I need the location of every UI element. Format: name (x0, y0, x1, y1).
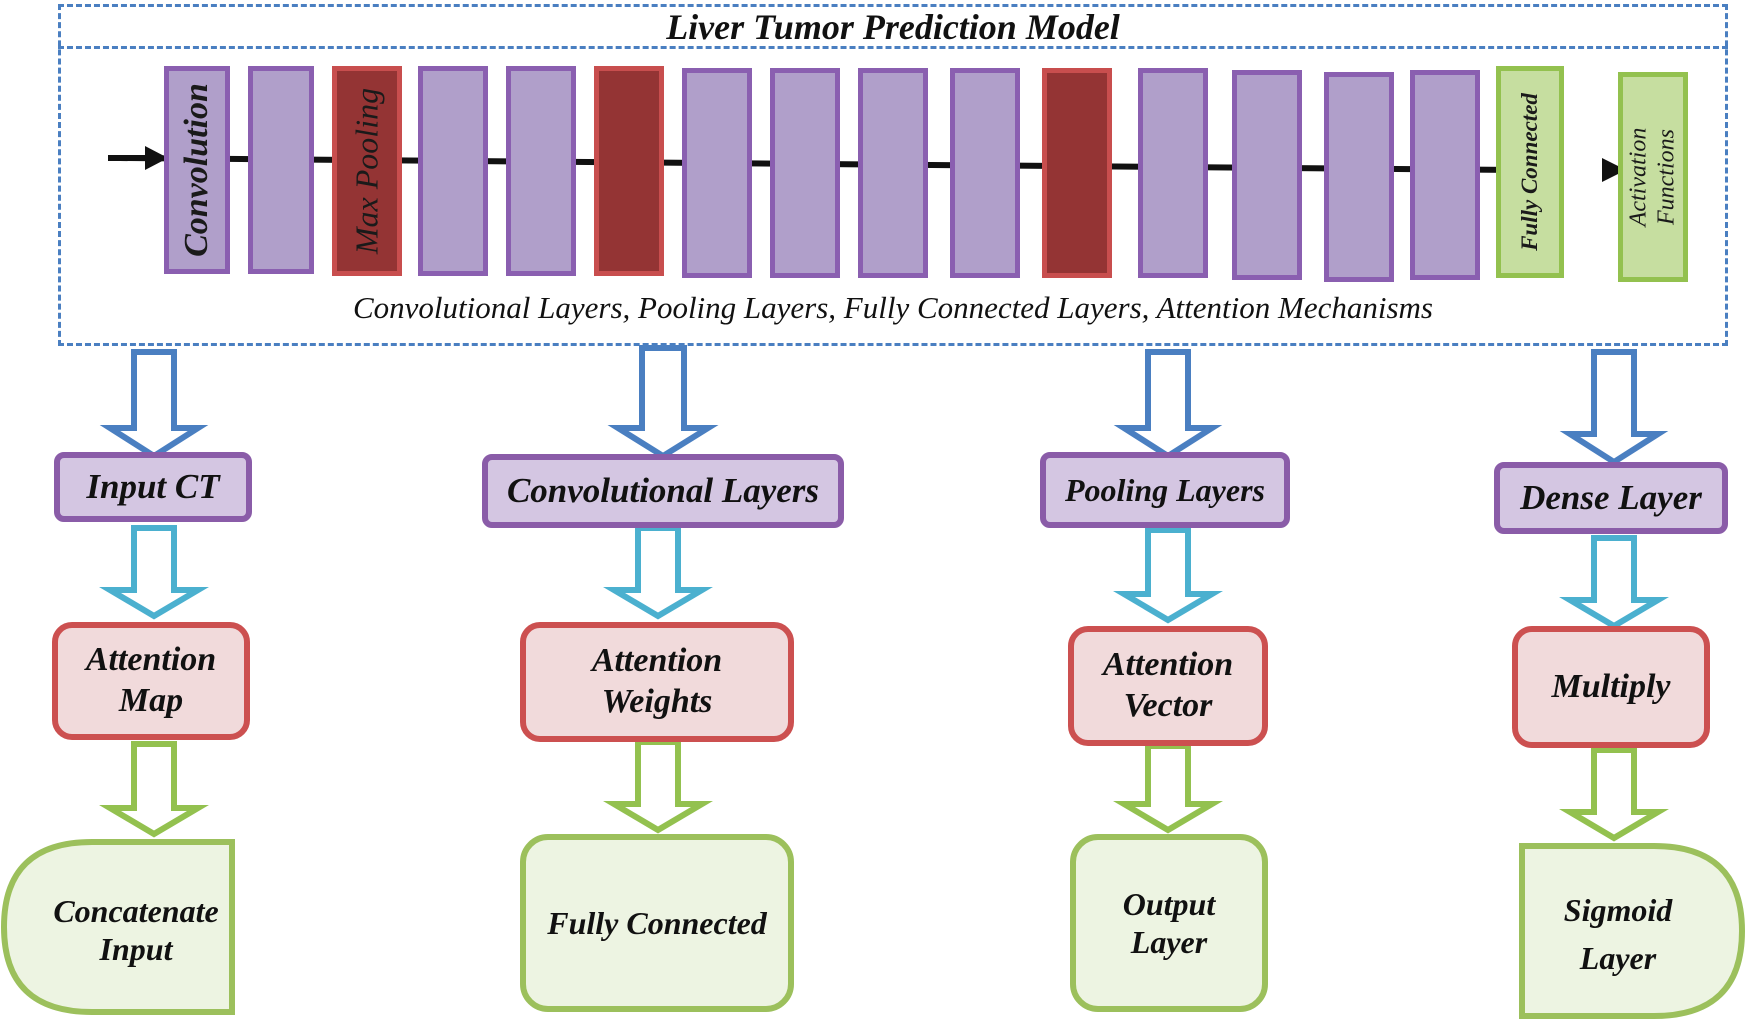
output-layer-box: Output Layer (1070, 834, 1268, 1012)
pooling-layer-block (1042, 68, 1112, 278)
fully-connected-layer-block: Fully Connected (1496, 66, 1564, 278)
attention-weights-label: Attention Weights (591, 642, 723, 720)
max-pooling-layer-block: Max Pooling (332, 66, 402, 276)
fully-connected-label: Fully Connected (1517, 93, 1542, 251)
attention-vector-label: Attention Vector (1102, 646, 1234, 724)
arrow-down-branch1-mid (99, 525, 209, 620)
pooling-layer-block (594, 66, 664, 276)
conv-layer-block (1138, 68, 1208, 278)
arrow-down-branch4-mid (1559, 535, 1669, 630)
conv-layer-block (1232, 70, 1302, 280)
conv-layer-block (418, 66, 488, 276)
fully-connected-box: Fully Connected (520, 834, 794, 1012)
concatenate-input-label: Concatenate Input (53, 892, 219, 967)
input-arrow-head (145, 146, 168, 170)
arrow-down-branch4-low (1559, 747, 1669, 842)
sigmoid-layer-label: Sigmoid Layer (1563, 892, 1673, 976)
arrow-down-branch2-low (603, 739, 713, 834)
model-container (58, 4, 1728, 346)
convolutional-layers-label: Convolutional Layers (506, 471, 820, 510)
activation-functions-layer-block: Activation Functions (1618, 72, 1688, 282)
sigmoid-layer-shape (1519, 843, 1746, 1019)
pooling-layers-box: Pooling Layers (1040, 452, 1290, 528)
conv-layer-block (950, 68, 1020, 278)
arrow-down-branch1-low (99, 741, 209, 838)
input-ct-label: Input CT (86, 467, 220, 506)
activation-functions-label: Activation Functions (1625, 127, 1679, 227)
multiply-box: Multiply (1512, 626, 1710, 748)
conv-layer-block (770, 68, 840, 278)
attention-weights-box: Attention Weights (520, 622, 794, 742)
arrow-down-branch3-low (1113, 743, 1223, 834)
concatenate-input-shape (0, 839, 235, 1015)
multiply-label: Multiply (1551, 667, 1671, 705)
arrow-down-branch4-top (1559, 349, 1669, 466)
arrow-down-branch3-mid (1113, 527, 1223, 624)
convolution-layer-block: Convolution (164, 66, 230, 274)
arrow-down-branch2-top (607, 345, 719, 460)
model-title: Liver Tumor Prediction Model (666, 7, 1120, 47)
arrow-down-branch2-mid (603, 525, 713, 620)
conv-layer-block (858, 68, 928, 278)
pooling-layers-label: Pooling Layers (1065, 471, 1265, 508)
model-caption: Convolutional Layers, Pooling Layers, Fu… (352, 290, 1433, 325)
output-layer-label: Output Layer (1122, 885, 1216, 960)
max-pooling-label: Max Pooling (348, 87, 385, 255)
output-arrow-head (1602, 158, 1626, 182)
conv-layer-block (682, 68, 752, 278)
conv-layer-block (1324, 72, 1394, 282)
convolutional-layers-box: Convolutional Layers (482, 454, 844, 528)
conv-layer-block (248, 66, 314, 274)
input-ct-box: Input CT (54, 452, 252, 522)
attention-map-label: Attention Map (85, 641, 217, 719)
arrow-down-branch3-top (1113, 349, 1223, 460)
model-title-divider (58, 46, 1728, 49)
dense-layer-box: Dense Layer (1494, 462, 1728, 534)
attention-vector-box: Attention Vector (1068, 626, 1268, 746)
conv-layer-block (1410, 70, 1480, 280)
conv-layer-block (506, 66, 576, 276)
fully-connected-output-label: Fully Connected (547, 904, 767, 941)
arrow-down-branch1-top (99, 349, 209, 460)
convolution-label: Convolution (178, 83, 215, 257)
attention-map-box: Attention Map (52, 622, 250, 740)
dense-layer-label: Dense Layer (1520, 478, 1702, 517)
